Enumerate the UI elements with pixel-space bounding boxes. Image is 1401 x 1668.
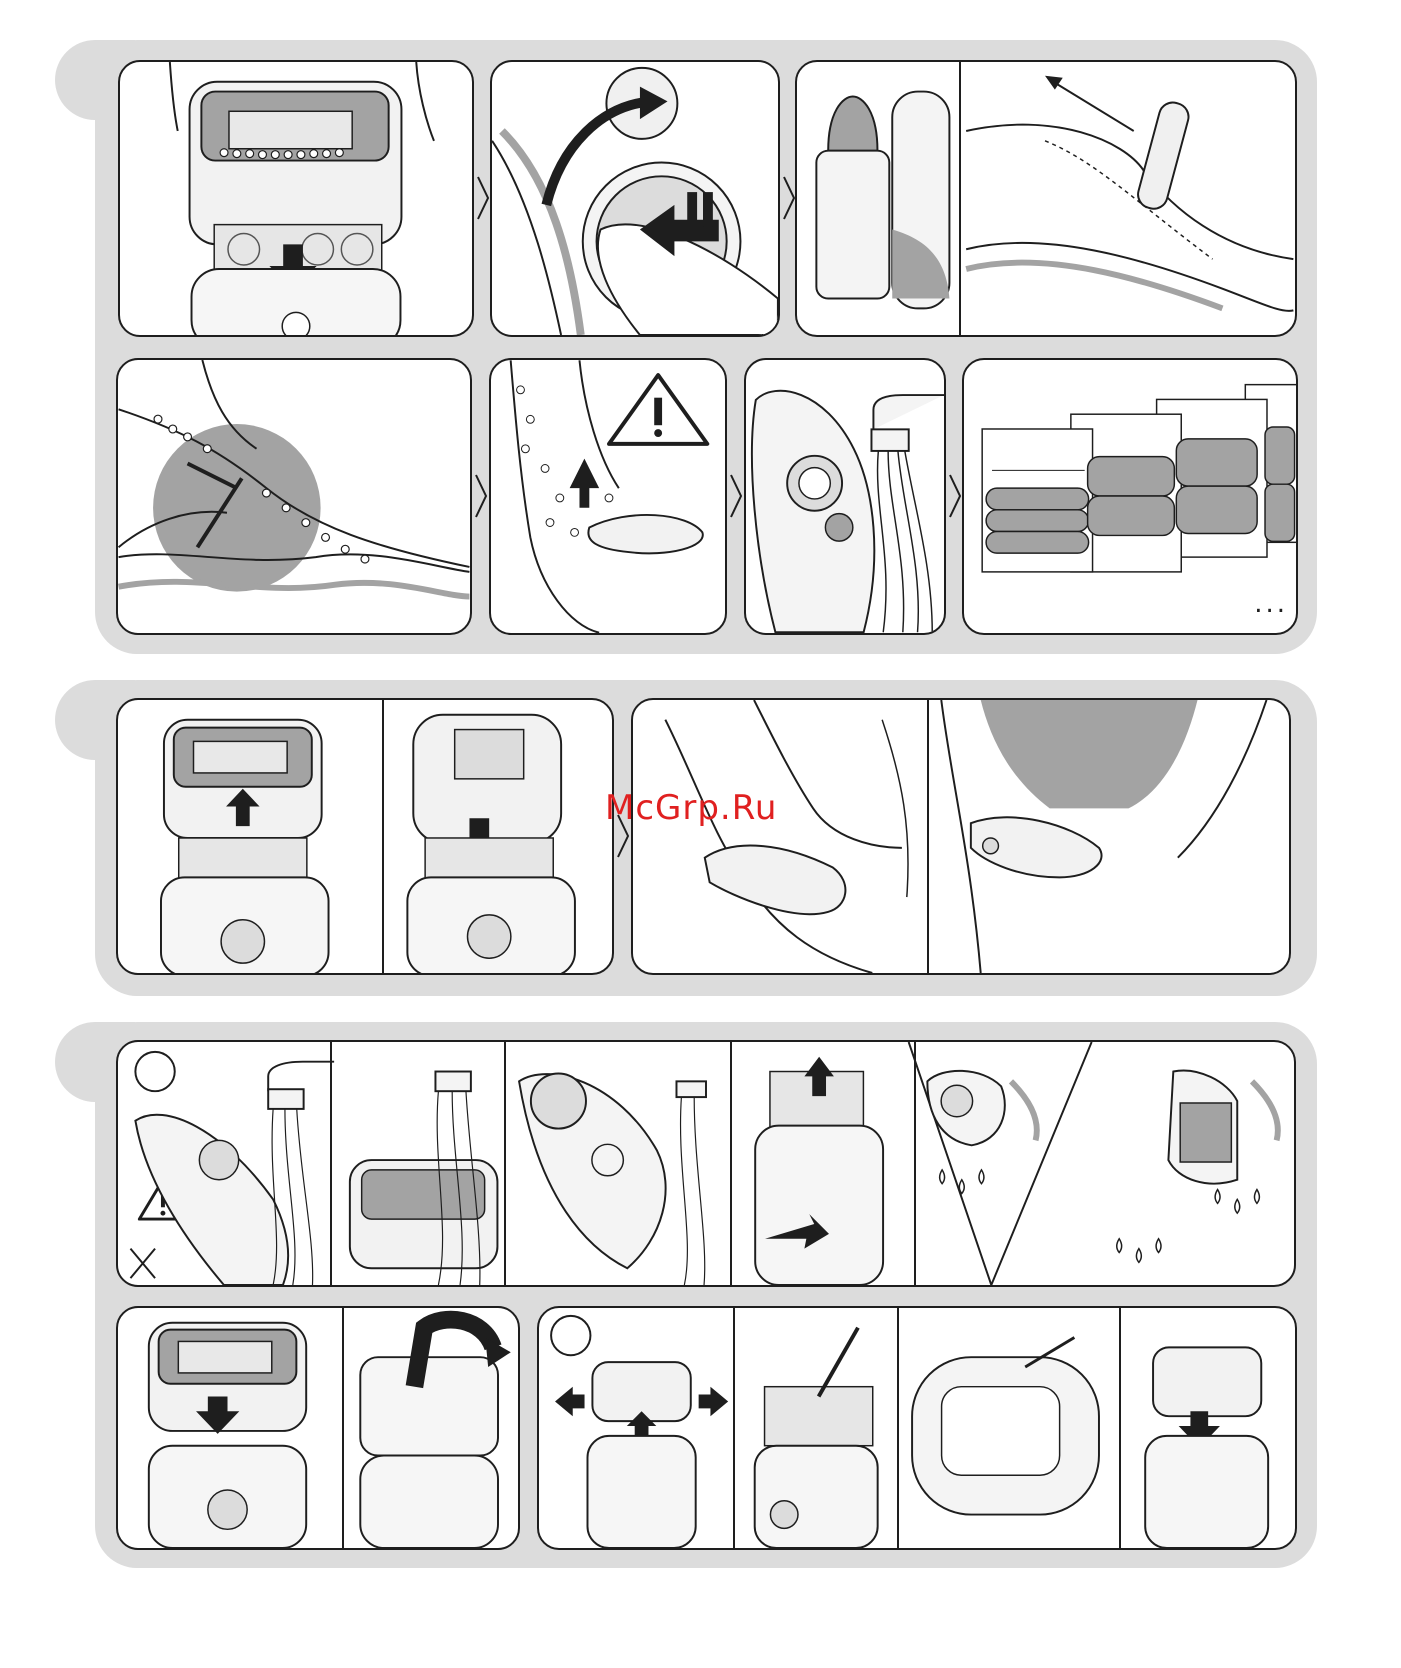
panel-shave-leg xyxy=(116,358,472,635)
underarm-bikini-illustration xyxy=(633,700,1289,973)
warning-icon xyxy=(609,375,707,444)
epilator-cap-illustration xyxy=(120,62,472,335)
panel-progress-charts: ... xyxy=(962,358,1298,635)
wet-use-illustration xyxy=(491,360,725,633)
cap-removal-illustration xyxy=(118,700,612,973)
cleaning-steps-illustration xyxy=(118,1042,1294,1285)
chevron-right-icon xyxy=(948,473,962,519)
rinse-under-tap-illustration xyxy=(746,360,944,633)
hair-regrowth-charts-illustration xyxy=(964,360,1296,633)
chevron-right-icon xyxy=(474,473,488,519)
panel-rinse xyxy=(744,358,946,635)
leg-shaving-illustration xyxy=(118,360,470,633)
panel-foam-and-gel xyxy=(795,60,1297,337)
panel-attach-cap xyxy=(118,60,474,337)
panel-cleaning-rinse xyxy=(116,1040,1296,1287)
switch-dial-illustration xyxy=(492,62,778,335)
panel-switch-on xyxy=(490,60,780,337)
panel-caution-wet xyxy=(489,358,727,635)
panel-cap-cleaning xyxy=(116,1306,520,1550)
chevron-right-icon xyxy=(476,175,490,221)
chevron-right-icon xyxy=(782,175,796,221)
panel-underarm-bikini xyxy=(631,698,1291,975)
watermark-text: McGrp.Ru xyxy=(605,788,777,828)
head-cleaning-illustration xyxy=(539,1308,1295,1548)
panel-head-cleaning xyxy=(537,1306,1297,1550)
cap-cleaning-illustration xyxy=(118,1308,518,1548)
foam-gel-leg-illustration xyxy=(797,62,1295,335)
ellipsis-text: ... xyxy=(1254,589,1288,619)
chevron-right-icon xyxy=(729,473,743,519)
panel-remove-cap xyxy=(116,698,614,975)
